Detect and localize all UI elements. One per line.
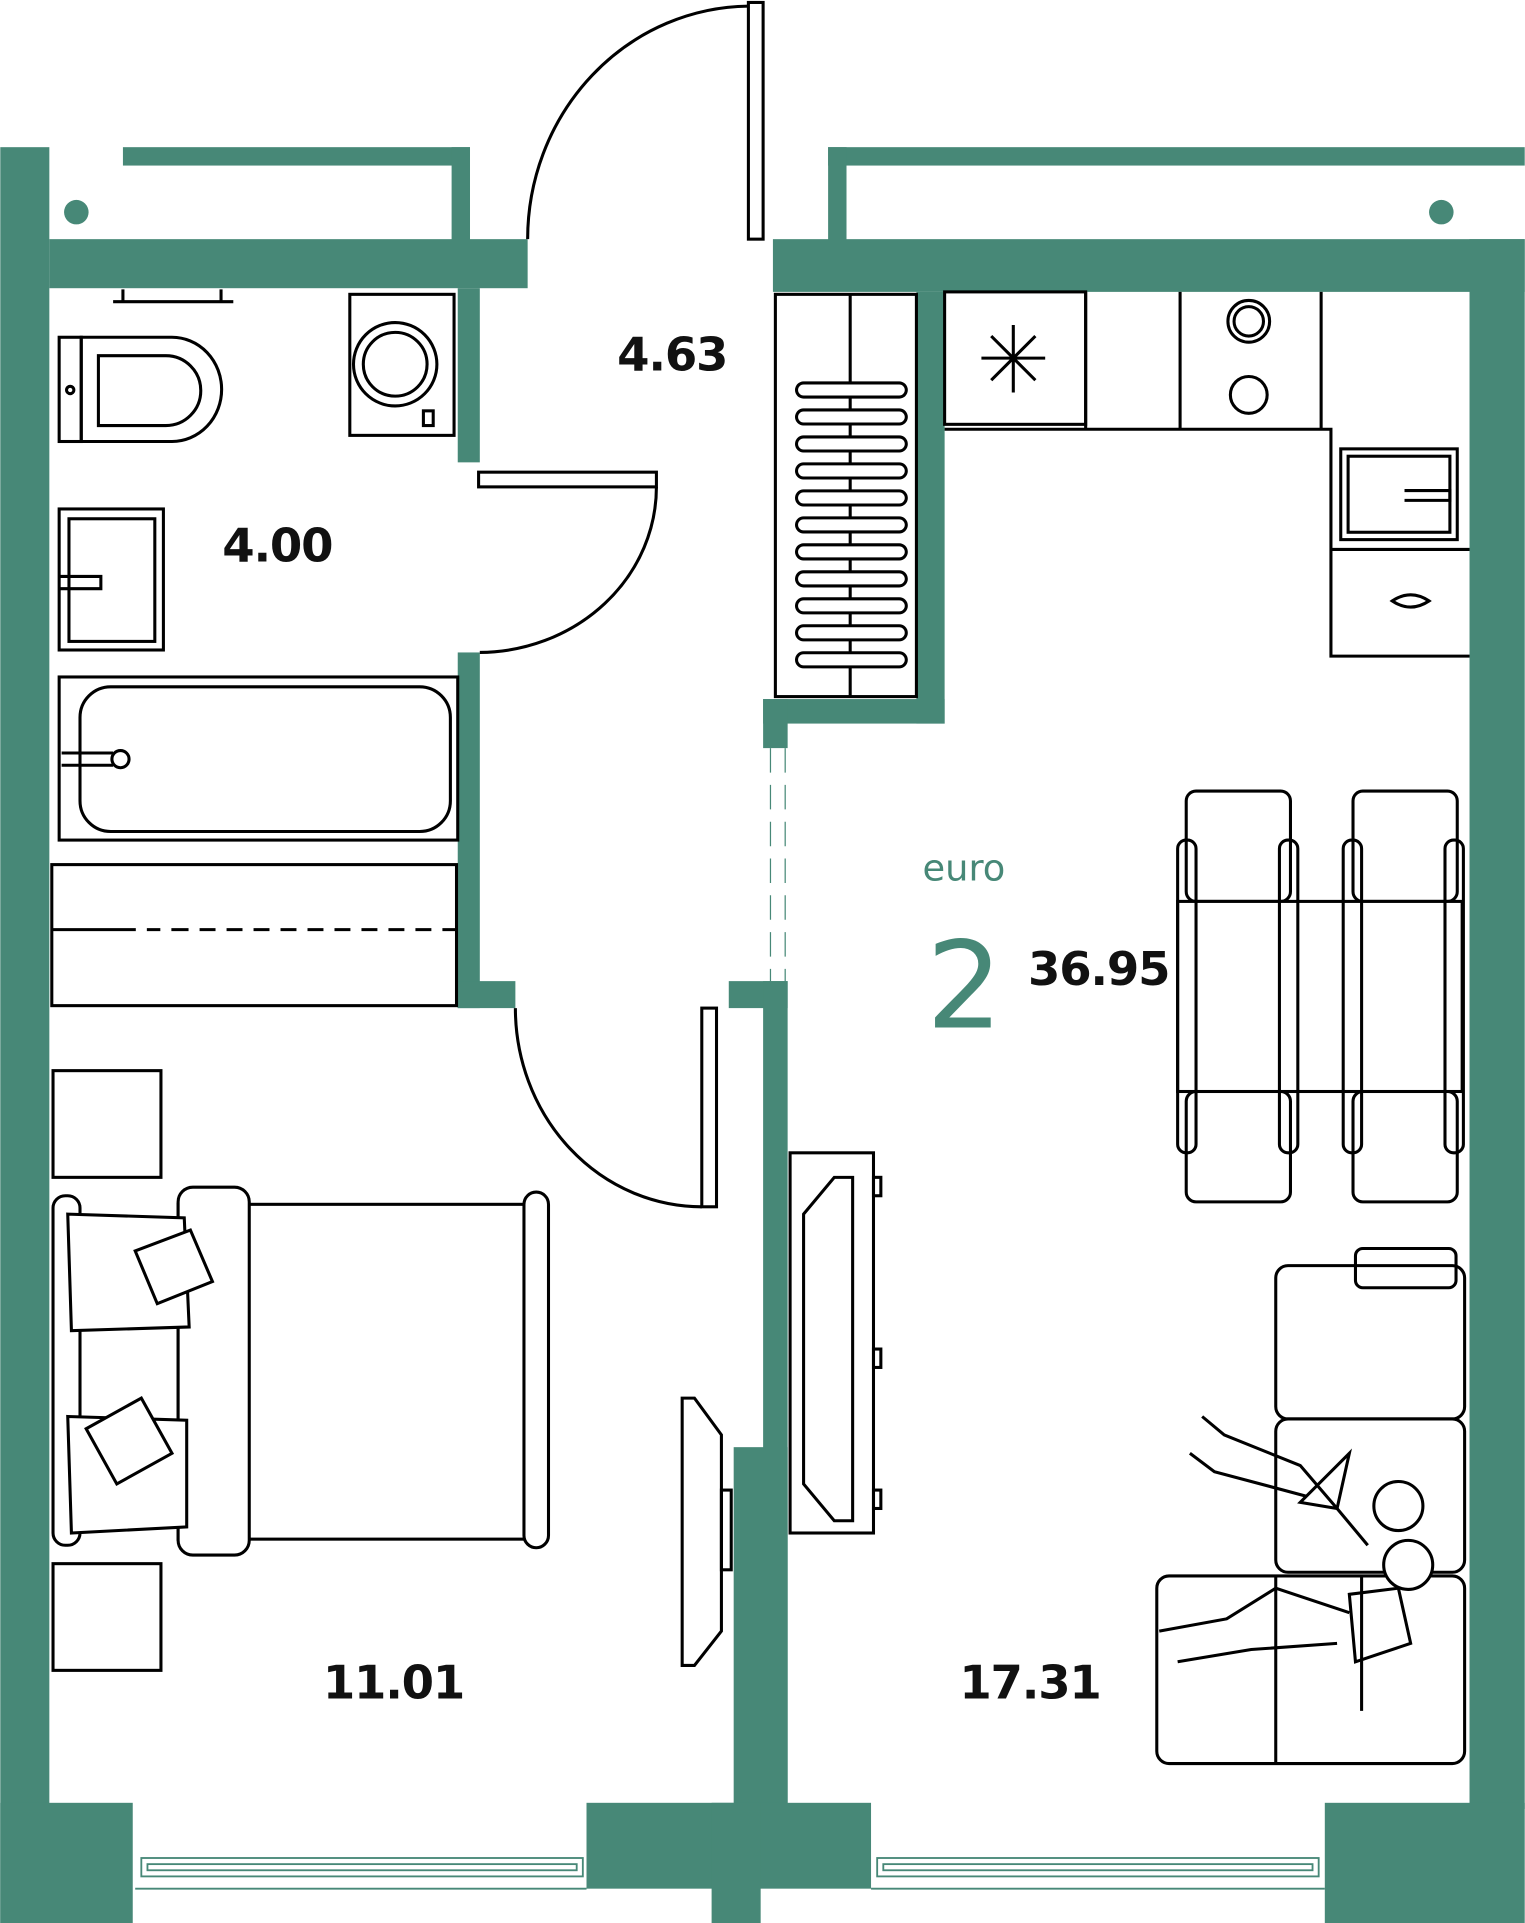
towel-rail-icon (113, 289, 234, 304)
kitchen-counter (944, 291, 1470, 658)
window-left (135, 1857, 587, 1890)
radiator-icon (50, 863, 459, 1008)
plan-type-label: euro (923, 847, 1006, 890)
rooms-count-label: 2 (926, 917, 1002, 1057)
hall-area-label: 4.63 (617, 327, 727, 381)
sink-icon (57, 507, 165, 652)
kitchen-sink-icon (1339, 447, 1459, 609)
bathroom-door-icon (477, 470, 658, 654)
dining-table-icon (1176, 789, 1465, 1204)
wardrobe-icon (773, 292, 918, 699)
entrance-door-icon (526, 0, 765, 241)
stove-icon (1226, 298, 1272, 415)
balcony-post-icon (1429, 199, 1454, 225)
nightstand-icon (51, 1069, 163, 1672)
total-area-label: 36.95 (1028, 942, 1169, 996)
washing-machine-icon (348, 292, 456, 437)
tv-stand-icon (788, 1151, 883, 1535)
window-right (871, 1857, 1325, 1890)
bedroom-door-icon (513, 1006, 719, 1209)
bed-icon (51, 1185, 551, 1557)
living-kitchen-area-label: 17.31 (959, 1656, 1100, 1710)
balcony-post-icon (64, 199, 89, 225)
toilet-icon (57, 335, 224, 444)
bedroom-area-label: 11.01 (323, 1656, 464, 1710)
fridge-icon (943, 290, 1088, 426)
people-icon (1158, 1415, 1435, 1664)
bathroom-area-label: 4.00 (222, 519, 332, 573)
walls (0, 147, 1525, 1923)
bedroom-tv-icon (680, 1396, 733, 1667)
sofa-icon (1155, 1246, 1467, 1766)
bathtub-icon (57, 675, 460, 842)
